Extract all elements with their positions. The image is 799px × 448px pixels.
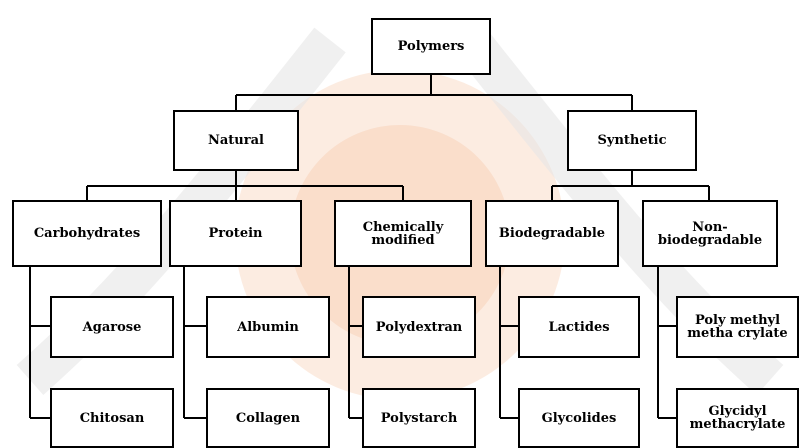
node-non-biodegradable: Non- biodegradable xyxy=(642,200,778,267)
node-collagen: Collagen xyxy=(206,388,330,448)
node-glycolides: Glycolides xyxy=(518,388,640,448)
node-polydextran: Polydextran xyxy=(362,296,476,358)
node-glycidyl-methacrylate: Glycidyl methacrylate xyxy=(676,388,799,448)
node-protein: Protein xyxy=(169,200,302,267)
node-lactides: Lactides xyxy=(518,296,640,358)
node-chitosan: Chitosan xyxy=(50,388,174,448)
node-polymers: Polymers xyxy=(371,18,491,75)
node-biodegradable: Biodegradable xyxy=(485,200,619,267)
node-carbohydrates: Carbohydrates xyxy=(12,200,162,267)
node-chemically-modified: Chemically modified xyxy=(334,200,472,267)
node-natural: Natural xyxy=(173,110,299,171)
node-synthetic: Synthetic xyxy=(567,110,697,171)
node-polystarch: Polystarch xyxy=(362,388,476,448)
node-poly-methyl-methacrylate: Poly methyl metha crylate xyxy=(676,296,799,358)
node-albumin: Albumin xyxy=(206,296,330,358)
node-agarose: Agarose xyxy=(50,296,174,358)
